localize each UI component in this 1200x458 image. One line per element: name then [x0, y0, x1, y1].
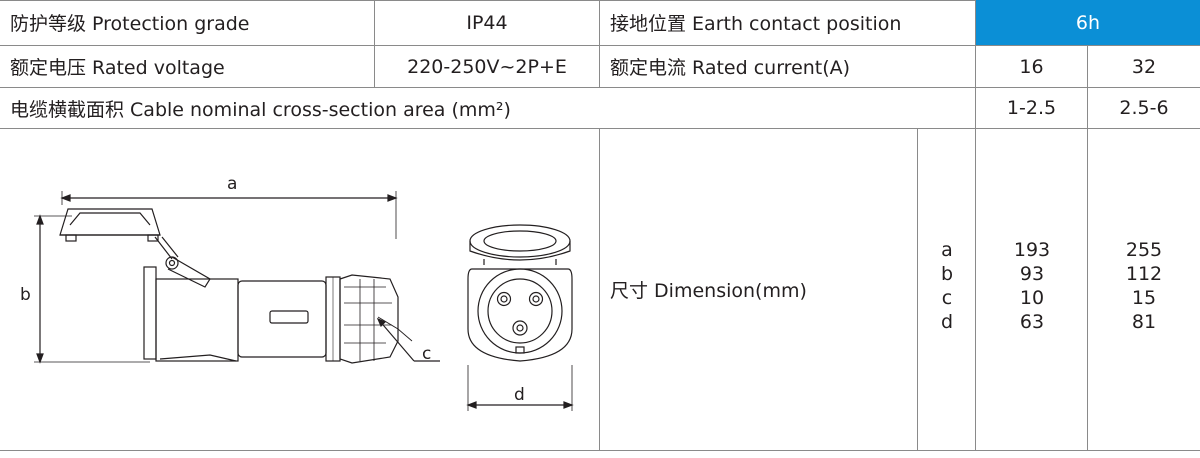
earth-position-label: 接地位置 Earth contact position: [600, 0, 976, 46]
rated-current-32: 32: [1088, 46, 1200, 88]
rated-current-label: 额定电流 Rated current(A): [600, 46, 976, 88]
dimension-letter-b: b: [940, 263, 954, 285]
connector-side-view: [59, 208, 413, 364]
dimension-letters: a b c d: [918, 238, 976, 334]
dimension-letter-a: a: [941, 239, 953, 261]
dimension-c-leader: [376, 317, 440, 362]
cable-area-label: 电缆横截面积 Cable nominal cross-section area …: [0, 88, 976, 129]
dimension-32-c: 15: [1131, 287, 1157, 309]
dimension-16-d: 63: [1019, 311, 1045, 333]
dimension-32-d: 81: [1131, 311, 1157, 333]
dimension-16-b: 93: [1019, 263, 1045, 285]
cable-area-16: 1-2.5: [976, 88, 1088, 129]
earth-position-value: 6h: [976, 0, 1200, 46]
dimension-b-line: [34, 214, 150, 364]
dimension-values-16: 193 93 10 63: [976, 238, 1088, 334]
drawing-label-a: a: [227, 174, 237, 194]
drawing-label-d: d: [514, 385, 525, 405]
dimension-a-line: [60, 191, 398, 239]
protection-grade-value: IP44: [375, 0, 600, 46]
dimension-16-c: 10: [1019, 287, 1045, 309]
rated-voltage-label: 额定电压 Rated voltage: [0, 46, 375, 88]
dimension-label: 尺寸 Dimension(mm): [600, 129, 918, 451]
protection-grade-label: 防护等级 Protection grade: [0, 0, 375, 46]
drawing-label-c: c: [422, 344, 431, 364]
rated-current-16: 16: [976, 46, 1088, 88]
dimension-16-a: 193: [1013, 239, 1051, 261]
cable-area-32: 2.5-6: [1088, 88, 1200, 129]
rated-voltage-value: 220-250V~2P+E: [375, 46, 600, 88]
dimension-32-a: 255: [1125, 239, 1163, 261]
drawing-cell: [0, 129, 600, 451]
dimension-16-cell: [976, 129, 1088, 451]
dimension-d-line: [466, 365, 574, 411]
drawing-label-b: b: [20, 285, 31, 305]
connector-drawing: a b c d: [20, 174, 574, 411]
dimension-letters-cell: [918, 129, 976, 451]
dimension-letter-d: d: [940, 311, 954, 333]
table-top-rule: [0, 0, 1200, 1]
dimension-32-cell: [1088, 129, 1200, 451]
connector-front-view: [467, 224, 573, 362]
dimension-letter-c: c: [941, 287, 953, 309]
dimension-values-32: 255 112 15 81: [1088, 238, 1200, 334]
dimension-32-b: 112: [1125, 263, 1163, 285]
